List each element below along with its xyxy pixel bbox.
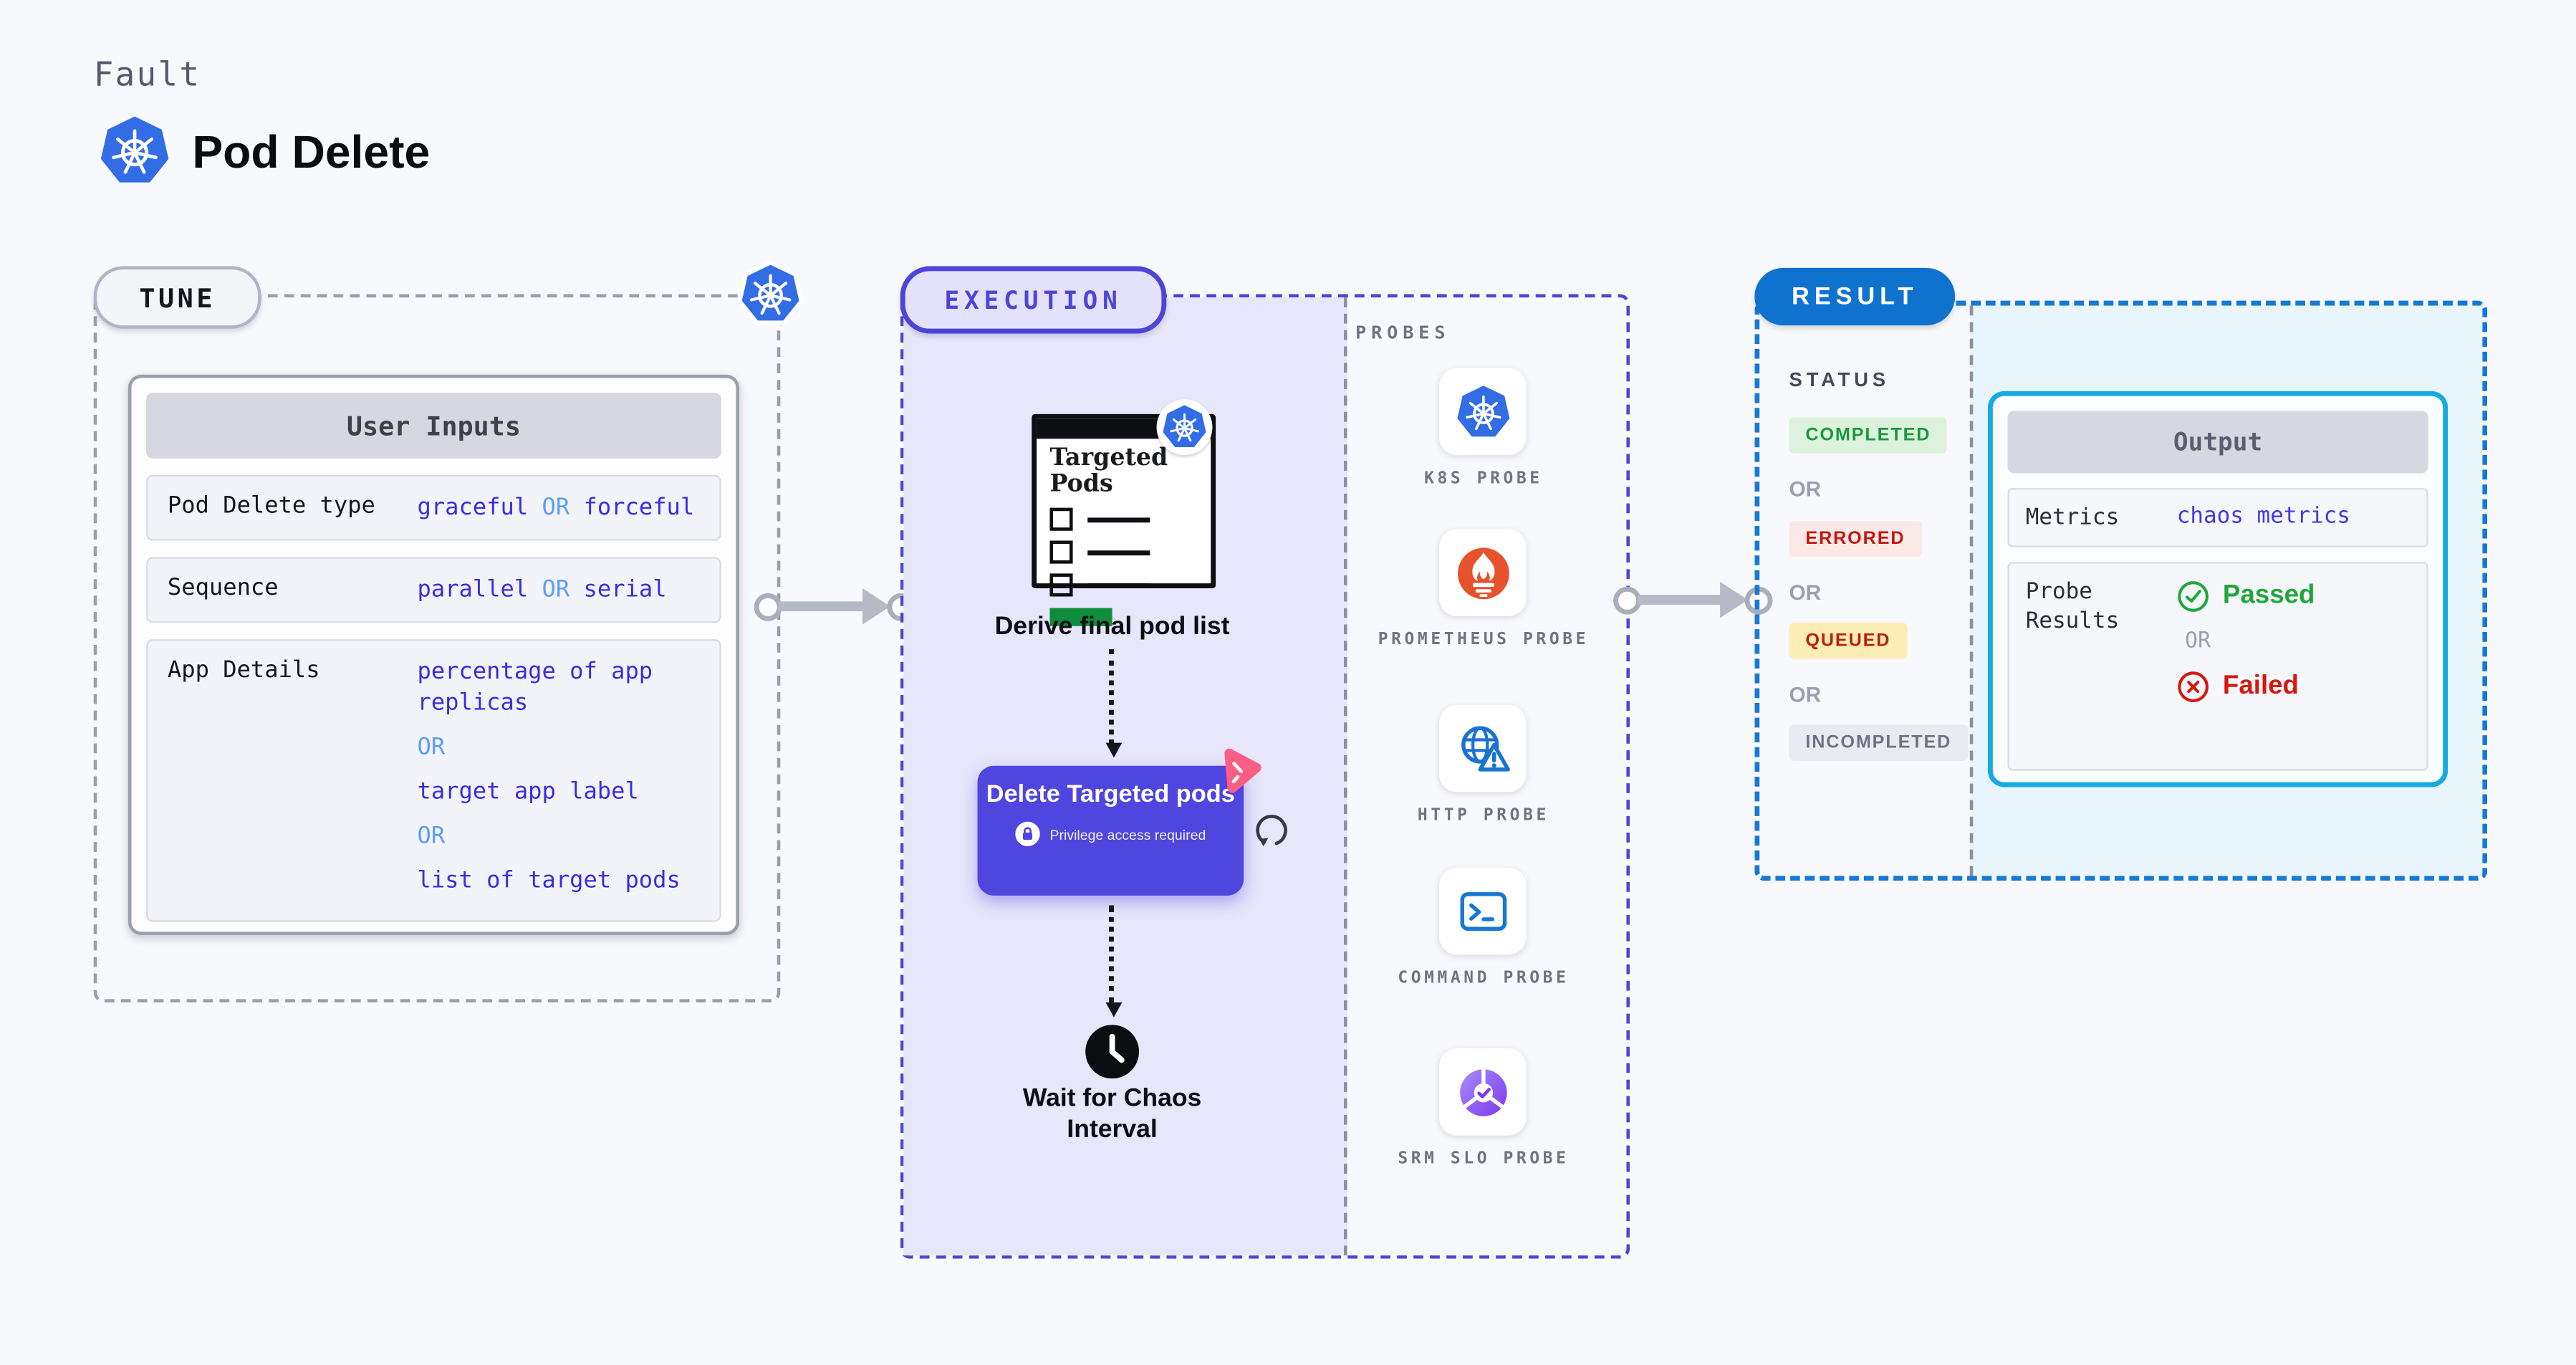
or-separator: OR bbox=[542, 494, 570, 521]
result-section-pill: RESULT bbox=[1754, 267, 1956, 326]
status-column-title: STATUS bbox=[1789, 368, 1890, 391]
command-probe-tile bbox=[1438, 867, 1527, 955]
list-line bbox=[1087, 517, 1150, 522]
input-value: forceful bbox=[583, 494, 695, 521]
passed-result: Passed bbox=[2177, 580, 2315, 613]
connector-arrowhead bbox=[1105, 742, 1123, 758]
kubernetes-icon bbox=[1456, 385, 1509, 436]
checkbox-icon bbox=[1049, 541, 1073, 565]
globe-warning-icon bbox=[1460, 725, 1509, 771]
tune-section-pill: TUNE bbox=[93, 266, 261, 329]
pod-list-item bbox=[1049, 574, 1197, 598]
user-inputs-title: User Inputs bbox=[146, 393, 721, 459]
output-title: Output bbox=[2007, 411, 2428, 474]
status-badge-completed: COMPLETED bbox=[1789, 417, 1948, 454]
page-title: Pod Delete bbox=[192, 126, 431, 178]
passed-label: Passed bbox=[2222, 582, 2315, 610]
input-label: Pod Delete type bbox=[167, 493, 375, 519]
arrow-start-dot bbox=[754, 592, 782, 621]
status-badge-incompleted: INCOMPLETED bbox=[1789, 724, 1969, 761]
metrics-row: Metrics chaos metrics bbox=[2007, 488, 2428, 548]
probe-label: K8S PROBE bbox=[1424, 469, 1543, 489]
terminal-icon bbox=[1459, 891, 1506, 930]
arrow-start-dot bbox=[1613, 585, 1642, 614]
checkbox-icon bbox=[1049, 574, 1073, 598]
fault-eyebrow: Fault bbox=[93, 54, 201, 94]
arrow-shaft bbox=[779, 601, 866, 612]
dotted-connector bbox=[1105, 648, 1123, 758]
input-value: percentage of app replicas bbox=[417, 659, 653, 716]
pod-list-item bbox=[1049, 508, 1197, 532]
tune-section-box bbox=[93, 294, 781, 1002]
input-value: target app label bbox=[417, 778, 639, 805]
metrics-value: chaos metrics bbox=[2176, 502, 2351, 530]
green-progress-block bbox=[1049, 608, 1112, 627]
targeted-pods-title: Targeted Pods bbox=[1049, 444, 1168, 499]
probe-label: SRM SLO PROBE bbox=[1398, 1150, 1570, 1169]
flow-arrow-tune-to-execution bbox=[754, 587, 915, 626]
input-value: list of target pods bbox=[417, 868, 681, 895]
flow-arrow-execution-to-result bbox=[1613, 580, 1773, 620]
input-row-app-details: App Details percentage of app replicas O… bbox=[146, 639, 721, 923]
metrics-label: Metrics bbox=[2025, 504, 2120, 531]
wait-chaos-interval-label: Wait for Chaos Interval bbox=[1022, 1084, 1202, 1145]
probe-label: PROMETHEUS PROBE bbox=[1378, 631, 1590, 649]
or-separator: OR bbox=[417, 734, 446, 761]
kubernetes-icon bbox=[1156, 399, 1213, 456]
execution-section-pill: EXECUTION bbox=[900, 266, 1167, 334]
list-line bbox=[1087, 583, 1150, 588]
srm-slo-probe-tile bbox=[1438, 1048, 1527, 1136]
probes-column-title: PROBES bbox=[1355, 322, 1451, 344]
privilege-note: Privilege access required bbox=[978, 821, 1244, 847]
derive-pod-list-label: Derive final pod list bbox=[994, 613, 1230, 641]
http-probe-tile bbox=[1438, 704, 1527, 792]
check-circle-icon bbox=[2178, 581, 2209, 613]
pod-list-item bbox=[1049, 541, 1197, 565]
probe-results-row: Probe Results Passed OR Failed bbox=[2007, 562, 2428, 772]
arrow-shaft bbox=[1638, 595, 1724, 605]
delete-node-title: Delete Targeted pods bbox=[986, 780, 1235, 809]
input-value: serial bbox=[583, 577, 667, 604]
input-row-pod-delete-type: Pod Delete type graceful OR forceful bbox=[146, 474, 721, 541]
kubernetes-icon bbox=[737, 260, 804, 334]
kubernetes-icon bbox=[99, 115, 171, 193]
or-separator: OR bbox=[542, 577, 570, 604]
arrow-head bbox=[1720, 581, 1749, 618]
delete-targeted-pods-node: Delete Targeted pods Privilege access re… bbox=[977, 765, 1244, 896]
status-badge-queued: QUEUED bbox=[1789, 623, 1908, 659]
k8s-probe-tile bbox=[1438, 368, 1527, 456]
input-label: Sequence bbox=[167, 575, 279, 602]
arrow-head bbox=[862, 588, 891, 625]
dotted-connector bbox=[1105, 905, 1123, 1017]
output-card: Output Metrics chaos metrics Probe Resul… bbox=[1987, 391, 2448, 787]
or-separator: OR bbox=[1789, 476, 1822, 502]
input-label: App Details bbox=[167, 658, 320, 684]
privilege-note-text: Privilege access required bbox=[1049, 825, 1206, 843]
or-separator: OR bbox=[1789, 681, 1822, 707]
failed-label: Failed bbox=[2222, 672, 2299, 701]
connector-arrowhead bbox=[1105, 1002, 1123, 1017]
probe-results-label: Probe Results bbox=[2025, 578, 2120, 636]
failed-result: Failed bbox=[2177, 671, 2315, 704]
user-inputs-card: User Inputs Pod Delete type graceful OR … bbox=[128, 374, 740, 935]
repeat-icon bbox=[1252, 810, 1293, 851]
probe-label: HTTP PROBE bbox=[1417, 807, 1549, 825]
probe-label: COMMAND PROBE bbox=[1398, 969, 1570, 988]
prometheus-icon bbox=[1456, 547, 1509, 599]
list-line bbox=[1087, 550, 1150, 555]
or-separator: OR bbox=[417, 823, 446, 850]
clock-icon bbox=[1085, 1024, 1140, 1080]
or-separator: OR bbox=[2185, 629, 2211, 655]
status-badge-errored: ERRORED bbox=[1789, 520, 1922, 557]
input-row-sequence: Sequence parallel OR serial bbox=[146, 557, 721, 624]
input-value: parallel bbox=[417, 577, 529, 604]
lock-icon bbox=[1015, 821, 1040, 847]
chaos-fault-icon bbox=[1212, 745, 1264, 798]
slo-pie-check-icon bbox=[1459, 1066, 1506, 1116]
checkbox-icon bbox=[1049, 508, 1073, 532]
prometheus-probe-tile bbox=[1438, 529, 1527, 617]
input-value: graceful bbox=[417, 494, 529, 521]
x-circle-icon bbox=[2178, 671, 2209, 703]
or-separator: OR bbox=[1789, 580, 1822, 605]
